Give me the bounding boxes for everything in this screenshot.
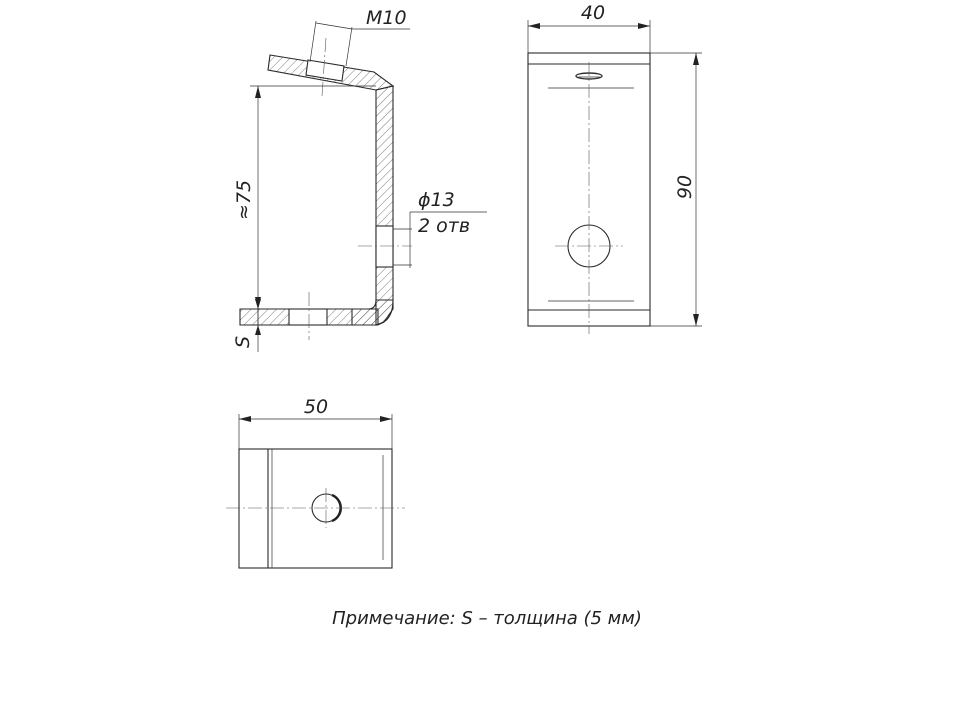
height-label: ≈75 <box>233 180 255 220</box>
thread-label: M10 <box>366 7 407 29</box>
front-height-label: 90 <box>674 175 696 199</box>
plan-outline <box>238 448 393 569</box>
drawing-note: Примечание: S – толщина (5 мм) <box>332 608 642 629</box>
vertical-web-section <box>375 85 394 326</box>
web-hole <box>375 225 394 268</box>
hole-diameter-label: ϕ13 <box>418 189 455 211</box>
thickness-label: S <box>232 336 254 348</box>
front-view: 40 90 <box>527 2 702 334</box>
bottom-flange-hole <box>288 308 328 326</box>
hole-count-label: 2 отв <box>418 215 470 237</box>
bottom-bend-section <box>351 299 394 326</box>
front-width-label: 40 <box>581 2 605 24</box>
plan-view: 50 <box>226 396 405 569</box>
side-section-view: M10 ϕ13 2 отв ≈75 S <box>232 7 487 352</box>
plan-width-label: 50 <box>304 396 328 418</box>
top-flange-threaded-hole <box>305 59 345 82</box>
